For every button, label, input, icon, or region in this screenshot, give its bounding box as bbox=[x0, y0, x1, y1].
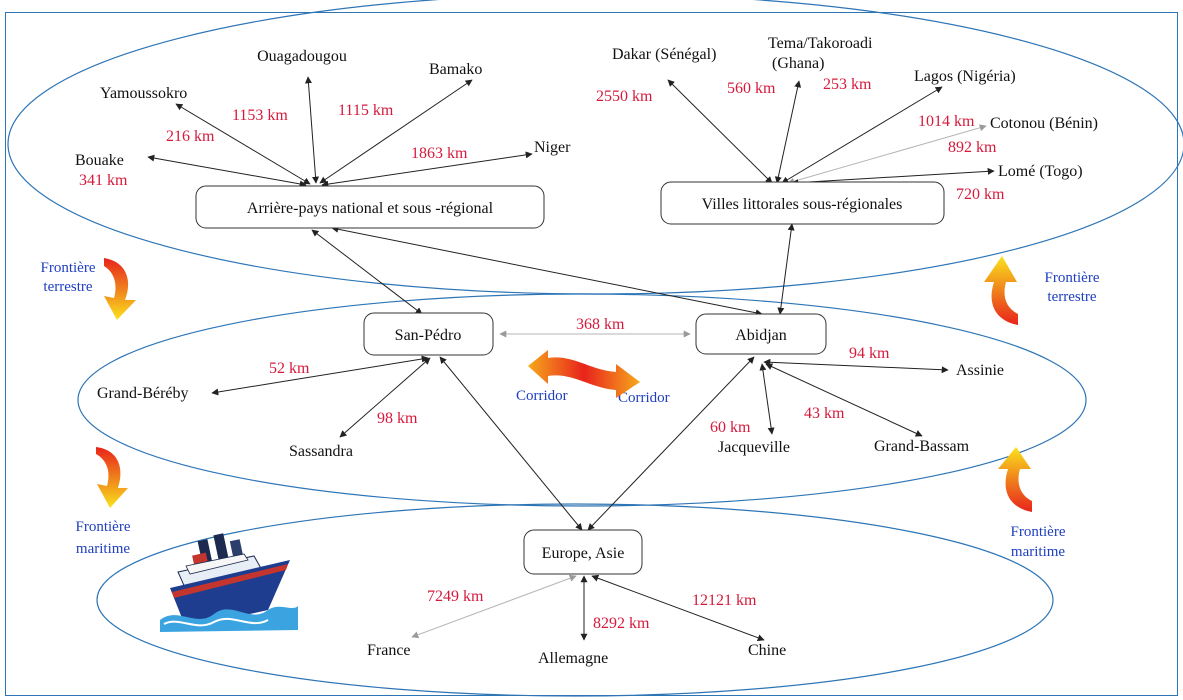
edge-chine bbox=[591, 574, 765, 642]
frontier-terrestre-right-l1: Frontière bbox=[1045, 270, 1100, 286]
node-san-pedro: San-Pédro bbox=[363, 312, 494, 356]
place-lagos: Lagos (Nigéria) bbox=[914, 68, 1016, 85]
corridor-label-right: Corridor bbox=[618, 390, 670, 406]
dist-allemagne: 8292 km bbox=[593, 615, 650, 632]
edge-niger bbox=[321, 151, 533, 188]
dist-yamoussokro: 216 km bbox=[166, 128, 215, 145]
ship-icon bbox=[160, 533, 298, 632]
zone-hinterland-littoral bbox=[7, 0, 1183, 295]
dist-grand-bassam: 43 km bbox=[804, 405, 845, 422]
edge-arriere-abidjan bbox=[331, 225, 763, 317]
place-assinie: Assinie bbox=[956, 362, 1004, 379]
place-lome: Lomé (Togo) bbox=[998, 163, 1083, 180]
dist-france: 7249 km bbox=[427, 588, 484, 605]
place-bamako: Bamako bbox=[429, 61, 482, 78]
place-cotonou: Cotonou (Bénin) bbox=[990, 115, 1098, 132]
dist-cotonou-b: 892 km bbox=[948, 139, 997, 156]
place-grand-bassam: Grand-Bassam bbox=[874, 438, 970, 455]
edge-dakar bbox=[667, 79, 773, 184]
dist-chine: 12121 km bbox=[692, 592, 757, 609]
double-arrow-icon bbox=[528, 350, 640, 398]
dist-tema: 560 km bbox=[727, 80, 776, 97]
dist-niger: 1863 km bbox=[411, 145, 468, 162]
edge-france bbox=[411, 574, 577, 639]
frontier-terrestre-left-l1: Frontière bbox=[41, 260, 96, 276]
curved-arrow-icon bbox=[104, 258, 136, 320]
place-niger: Niger bbox=[534, 139, 571, 156]
place-chine: Chine bbox=[748, 642, 786, 659]
node-san-pedro-label: San-Pédro bbox=[395, 327, 462, 344]
dist-assinie: 94 km bbox=[849, 345, 890, 362]
place-jacqueville: Jacqueville bbox=[718, 439, 790, 456]
place-grand-bereby: Grand-Béréby bbox=[97, 385, 189, 402]
node-villes-littorales: Villes littorales sous-régionales bbox=[660, 181, 945, 225]
edge-lagos bbox=[781, 86, 943, 184]
node-arriere-pays: Arrière-pays national et sous -régional bbox=[195, 185, 545, 229]
frontier-maritime-left-l2: maritime bbox=[76, 541, 130, 557]
dist-bouake: 341 km bbox=[79, 172, 128, 189]
curved-arrow-icon bbox=[998, 447, 1032, 512]
dist-grand-bereby: 52 km bbox=[269, 360, 310, 377]
dist-lome: 720 km bbox=[956, 186, 1005, 203]
dist-dakar: 2550 km bbox=[596, 88, 653, 105]
place-yamoussokro: Yamoussokro bbox=[100, 85, 187, 102]
place-allemagne: Allemagne bbox=[538, 650, 608, 667]
place-sassandra: Sassandra bbox=[289, 443, 353, 460]
edge-bouake bbox=[147, 154, 307, 188]
node-europe-asie: Europe, Asie bbox=[523, 529, 643, 575]
frontier-maritime-right-l2: maritime bbox=[1011, 544, 1065, 560]
frontier-terrestre-left-l2: terrestre bbox=[43, 279, 92, 295]
place-france: France bbox=[367, 642, 411, 659]
frontier-maritime-right-l1: Frontière bbox=[1011, 524, 1066, 540]
dist-ouagadougou: 1153 km bbox=[232, 107, 288, 124]
edge-bamako bbox=[319, 79, 473, 184]
curved-arrow-icon bbox=[984, 256, 1018, 325]
node-abidjan-label: Abidjan bbox=[735, 327, 787, 344]
frontier-terrestre-right-l2: terrestre bbox=[1047, 289, 1096, 305]
edge-sanpedro-europe bbox=[439, 356, 583, 531]
node-abidjan: Abidjan bbox=[695, 313, 827, 355]
frontier-maritime-left-l1: Frontière bbox=[76, 519, 131, 535]
curved-arrow-icon bbox=[96, 447, 128, 508]
dist-lagos: 253 km bbox=[823, 76, 872, 93]
node-villes-littorales-label: Villes littorales sous-régionales bbox=[702, 196, 903, 213]
place-dakar: Dakar (Sénégal) bbox=[612, 46, 716, 63]
node-europe-asie-label: Europe, Asie bbox=[542, 545, 625, 562]
dist-cotonou-a: 1014 km bbox=[918, 113, 975, 130]
edge-abidjan-europe bbox=[587, 356, 755, 531]
place-ouagadougou: Ouagadougou bbox=[257, 48, 347, 65]
dist-jacqueville: 60 km bbox=[710, 419, 751, 436]
edge-lome bbox=[791, 167, 995, 187]
edge-grand-bassam bbox=[765, 363, 923, 437]
edge-ouagadougou bbox=[304, 76, 320, 184]
edge-jacqueville bbox=[759, 363, 775, 435]
edge-assinie bbox=[763, 358, 949, 374]
place-bouake: Bouake bbox=[75, 152, 124, 169]
edge-villes-abidjan bbox=[777, 223, 795, 315]
place-tema-line2: (Ghana) bbox=[772, 55, 824, 72]
dist-sassandra: 98 km bbox=[377, 410, 418, 427]
dist-sanpedro-abidjan: 368 km bbox=[576, 316, 625, 333]
node-arriere-pays-label: Arrière-pays national et sous -régional bbox=[247, 200, 494, 217]
place-tema-line1: Tema/Takoroadi bbox=[768, 35, 873, 52]
dist-bamako: 1115 km bbox=[338, 102, 394, 119]
edge-sassandra bbox=[339, 357, 431, 438]
corridor-label-left: Corridor bbox=[516, 388, 568, 404]
edge-tema bbox=[774, 80, 802, 184]
